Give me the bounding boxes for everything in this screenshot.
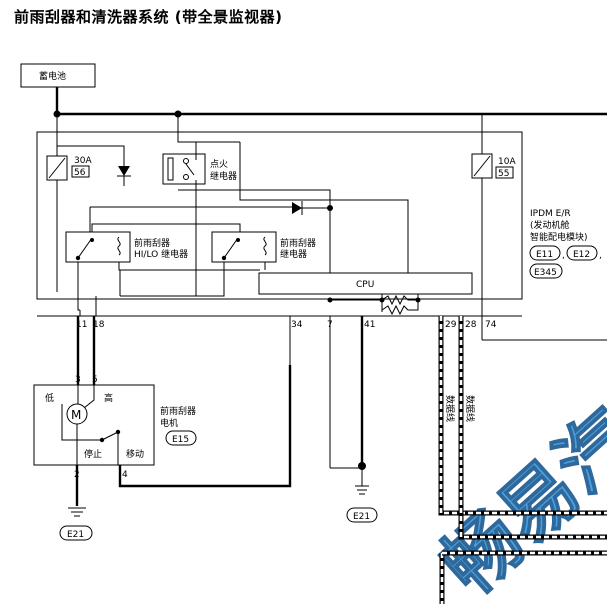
diode-2-icon: [292, 202, 302, 214]
wiper-relay: 前雨刮器 继电器: [211, 231, 316, 263]
wiper-relay-line1: 前雨刮器: [280, 237, 316, 249]
motor-move-label: 移动: [126, 448, 144, 460]
data-lines: 数据线 数据线: [438, 316, 607, 604]
motor-conn-label: E15: [172, 435, 189, 445]
ipdm-sep2: ,: [599, 251, 602, 261]
data-line-2-label: 数据线: [464, 395, 476, 422]
hilo-relay-line1: 前雨刮器: [134, 237, 170, 249]
hilo-relay: 前雨刮器 HI/LO 继电器: [65, 231, 188, 263]
ground-left-label: E21: [67, 530, 84, 540]
motor-high-label: 高: [104, 392, 113, 404]
ignition-relay: 点火 继电器: [162, 132, 237, 190]
ipdm-conn2: E12: [573, 250, 590, 260]
ipdm-conn1: E11: [536, 250, 553, 260]
pin-11: 11: [76, 320, 87, 330]
wiper-motor: 3 5 低 高 M 停止 移动 2 4 前雨刮器 电机 E15: [33, 375, 197, 480]
ign-to-cpu: [178, 189, 331, 273]
pin-41: 41: [364, 320, 375, 330]
motor-name-line2: 电机: [160, 417, 178, 429]
diode-1-icon: [118, 166, 130, 176]
ground-mid-label: E21: [353, 512, 370, 522]
motor-low-label: 低: [45, 392, 54, 404]
motor-symbol: M: [71, 408, 81, 422]
motor-pin-5: 5: [92, 375, 98, 385]
ignition-relay-line2: 继电器: [210, 170, 237, 182]
ignition-relay-line1: 点火: [210, 159, 228, 170]
ipdm-conn3: E345: [534, 268, 557, 278]
fuse-10a-number: 55: [498, 169, 509, 179]
ground-symbol-mid: [355, 485, 369, 495]
motor-stop-label: 停止: [84, 448, 102, 460]
fuse-30a-number: 56: [74, 168, 86, 178]
pin-74: 74: [485, 320, 497, 330]
ipdm-line3: 智能配电模块): [530, 231, 588, 243]
fuse-10a-rating: 10A: [498, 157, 516, 167]
pin-28: 28: [465, 320, 477, 330]
bplus-bus: [55, 87, 607, 116]
wiper-relay-line2: 继电器: [280, 248, 307, 260]
wire-pin34-to-motor: [118, 365, 292, 488]
resistor-1-icon: [381, 294, 418, 306]
pin-34: 34: [291, 320, 303, 330]
cpu-label: CPU: [356, 280, 374, 290]
ipdm-module-box: [36, 131, 523, 300]
resistor-2-icon: [381, 300, 419, 316]
fuse-30a-rating: 30A: [74, 156, 92, 166]
pin-18: 18: [93, 320, 105, 330]
motor-pin-3: 3: [75, 375, 81, 385]
ground-symbol-left: [68, 507, 86, 517]
battery: 蓄电池: [20, 63, 96, 88]
ipdm-sep1: ,: [562, 251, 565, 261]
diode-feed: [57, 145, 125, 166]
ipdm-line1: IPDM E/R: [530, 209, 571, 219]
watermark: 畅易汽: [424, 392, 607, 604]
pin-29: 29: [445, 320, 457, 330]
battery-label: 蓄电池: [39, 70, 66, 82]
cpu-block: CPU: [258, 272, 473, 295]
watermark-text: 畅易汽: [424, 393, 607, 604]
ipdm-labels: IPDM E/R (发动机舱 智能配电模块) E11 , E12 , E345: [529, 209, 602, 279]
motor-pin-4: 4: [122, 470, 128, 480]
page-title: 前雨刮器和清洗器系统 (带全景监视器): [14, 8, 283, 26]
fuse-10a: 10A 55: [471, 114, 516, 320]
bus-branch: [239, 142, 409, 273]
fuse-30a: 30A 56: [46, 132, 92, 292]
hilo-relay-line2: HI/LO 继电器: [134, 248, 188, 260]
ipdm-line2: (发动机舱: [530, 219, 570, 231]
motor-name-line1: 前雨刮器: [160, 405, 196, 417]
data-line-1-label: 数据线: [444, 395, 456, 422]
